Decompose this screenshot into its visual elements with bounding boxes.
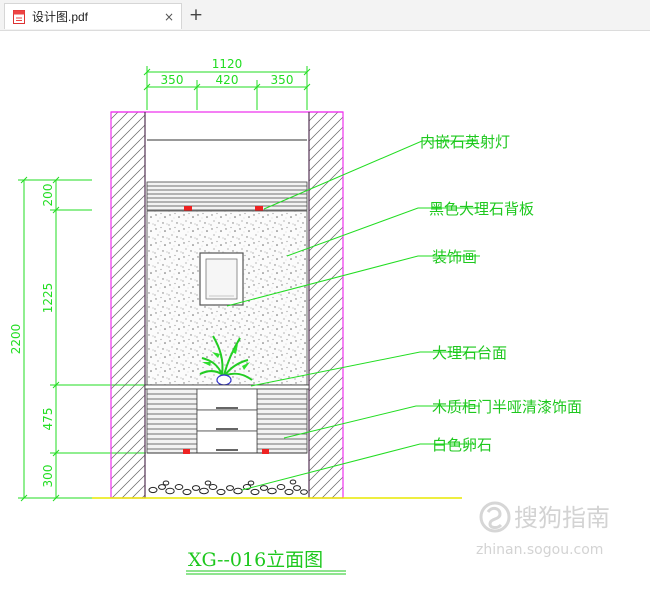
cabinet-light-left	[183, 449, 190, 454]
top-slat-panel	[146, 181, 308, 211]
dim-top-middle: 420	[216, 73, 239, 87]
dim-left-1225: 1225	[41, 283, 55, 314]
wall-group	[110, 111, 344, 499]
sogou-logo-icon	[479, 501, 511, 533]
marble-countertop	[144, 384, 310, 390]
white-pebbles	[148, 479, 308, 496]
spotlight-left	[184, 206, 192, 212]
dim-left-total: 2200	[9, 324, 23, 355]
label-black-marble-backboard: 黑色大理石背板	[429, 200, 534, 218]
document-tab[interactable]: 设计图.pdf ×	[4, 3, 182, 29]
dim-top-right: 350	[271, 73, 294, 87]
tab-bar: 设计图.pdf × +	[0, 0, 650, 31]
watermark: 搜狗指南 zhinan.sogou.com	[476, 501, 610, 558]
cabinet-light-right	[262, 449, 269, 454]
dim-left-200: 200	[41, 184, 55, 207]
label-quartz-spotlight: 内嵌石英射灯	[420, 133, 510, 151]
dim-left-475: 475	[41, 408, 55, 431]
spotlight-right	[255, 206, 263, 212]
cabinet	[146, 388, 308, 454]
label-white-pebbles: 白色卵石	[432, 436, 492, 454]
leader-lines	[226, 140, 480, 491]
watermark-brand: 搜狗指南	[514, 504, 610, 532]
dim-top-left: 350	[161, 73, 184, 87]
dim-top-total: 1120	[212, 57, 243, 71]
close-tab-icon[interactable]: ×	[163, 9, 175, 24]
drawing-title: XG--016立面图	[188, 549, 323, 571]
decorative-painting	[199, 252, 244, 306]
elevation-drawing: 1120 350 420 350 2200 200 1225 475 300	[9, 57, 610, 575]
label-decorative-painting: 装饰画	[432, 248, 477, 266]
tab-title: 设计图.pdf	[32, 10, 89, 24]
dim-left-300: 300	[41, 465, 55, 488]
new-tab-button[interactable]: +	[188, 5, 204, 25]
pdf-file-icon	[13, 9, 25, 24]
watermark-url: zhinan.sogou.com	[476, 542, 603, 558]
label-marble-countertop: 大理石台面	[432, 344, 507, 362]
top-dimension-group	[143, 66, 311, 110]
label-wood-cabinet-door: 木质柜门半哑清漆饰面	[432, 398, 582, 416]
